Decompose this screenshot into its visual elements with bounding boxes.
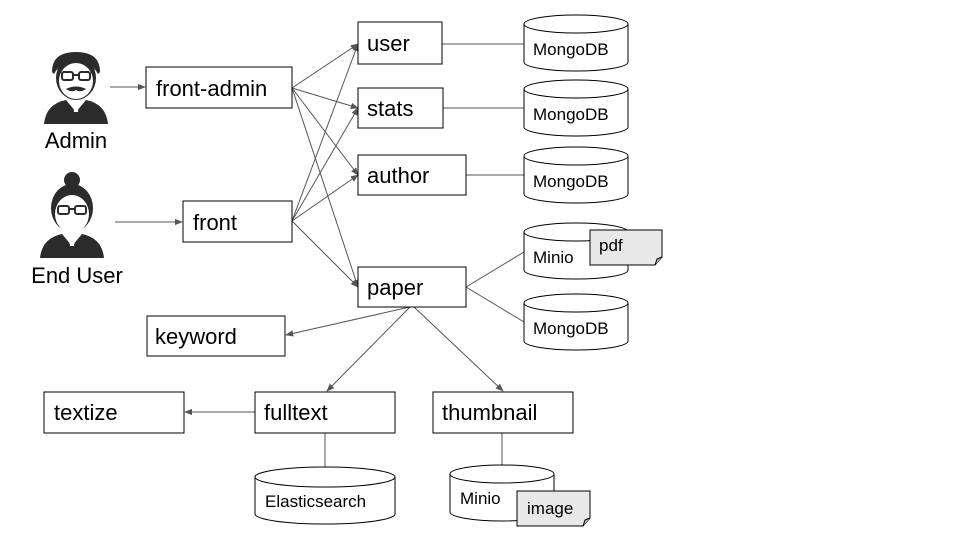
thumbnail-label: thumbnail — [442, 400, 537, 425]
edge-front-stats — [291, 107, 359, 222]
paper-minio-label: Minio — [533, 248, 574, 267]
service-stats[interactable]: stats — [357, 87, 444, 129]
service-fulltext[interactable]: fulltext — [254, 391, 396, 434]
author-db-label: MongoDB — [533, 172, 609, 191]
services: front-admin front user stats author pape… — [43, 21, 574, 434]
service-paper[interactable]: paper — [357, 266, 467, 308]
end-user-person-icon — [40, 172, 104, 258]
service-front-admin[interactable]: front-admin — [145, 66, 293, 109]
edge-front-user — [291, 43, 359, 222]
user-label: user — [367, 31, 410, 56]
image-label: image — [527, 499, 573, 518]
actor-end-user: End User — [31, 172, 123, 288]
db-cylinder-paper[interactable]: MongoDB — [523, 293, 629, 351]
db-cylinder-stats[interactable]: MongoDB — [523, 79, 629, 137]
stats-db-label: MongoDB — [533, 105, 609, 124]
author-label: author — [367, 163, 429, 188]
edge-paper-db — [465, 286, 525, 323]
service-front[interactable]: front — [182, 200, 293, 243]
stats-label: stats — [367, 96, 413, 121]
edge-front-admin-paper — [291, 87, 359, 288]
edge-paper-thumbnail — [413, 306, 504, 392]
service-thumbnail[interactable]: thumbnail — [432, 391, 574, 434]
fulltext-label: fulltext — [264, 400, 328, 425]
front-label: front — [193, 210, 237, 235]
actor-admin: Admin — [44, 52, 108, 153]
edge-paper-keyword — [285, 306, 411, 337]
paper-label: paper — [367, 275, 423, 300]
service-user[interactable]: user — [357, 21, 443, 65]
edge-front-author — [291, 174, 359, 222]
connectors — [110, 43, 525, 470]
image-document-icon: image — [516, 490, 591, 527]
service-textize[interactable]: textize — [43, 391, 185, 434]
es-cylinder-fulltext[interactable]: Elasticsearch — [254, 466, 396, 525]
db-cylinder-user[interactable]: MongoDB — [523, 14, 629, 72]
stores: MongoDB MongoDB MongoDB Minio MongoDB — [254, 14, 629, 525]
front-admin-label: front-admin — [156, 76, 267, 101]
paper-db-label: MongoDB — [533, 319, 609, 338]
edge-paper-minio — [465, 251, 525, 288]
pdf-document-icon: pdf — [589, 229, 663, 266]
edge-front-admin-user — [291, 43, 359, 89]
admin-label: Admin — [45, 128, 107, 153]
textize-label: textize — [54, 400, 118, 425]
documents: pdf image — [516, 229, 663, 527]
end-user-label: End User — [31, 263, 123, 288]
edge-front-paper — [291, 220, 359, 288]
admin-person-icon — [44, 52, 108, 124]
user-db-label: MongoDB — [533, 40, 609, 59]
service-author[interactable]: author — [357, 154, 467, 196]
keyword-label: keyword — [155, 324, 237, 349]
thumbnail-minio-label: Minio — [460, 489, 501, 508]
edge-front-admin-stats — [291, 87, 359, 109]
db-cylinder-author[interactable]: MongoDB — [523, 146, 629, 204]
service-keyword[interactable]: keyword — [146, 315, 286, 357]
fulltext-es-label: Elasticsearch — [265, 492, 366, 511]
edge-paper-fulltext — [326, 306, 411, 392]
pdf-label: pdf — [599, 236, 623, 255]
